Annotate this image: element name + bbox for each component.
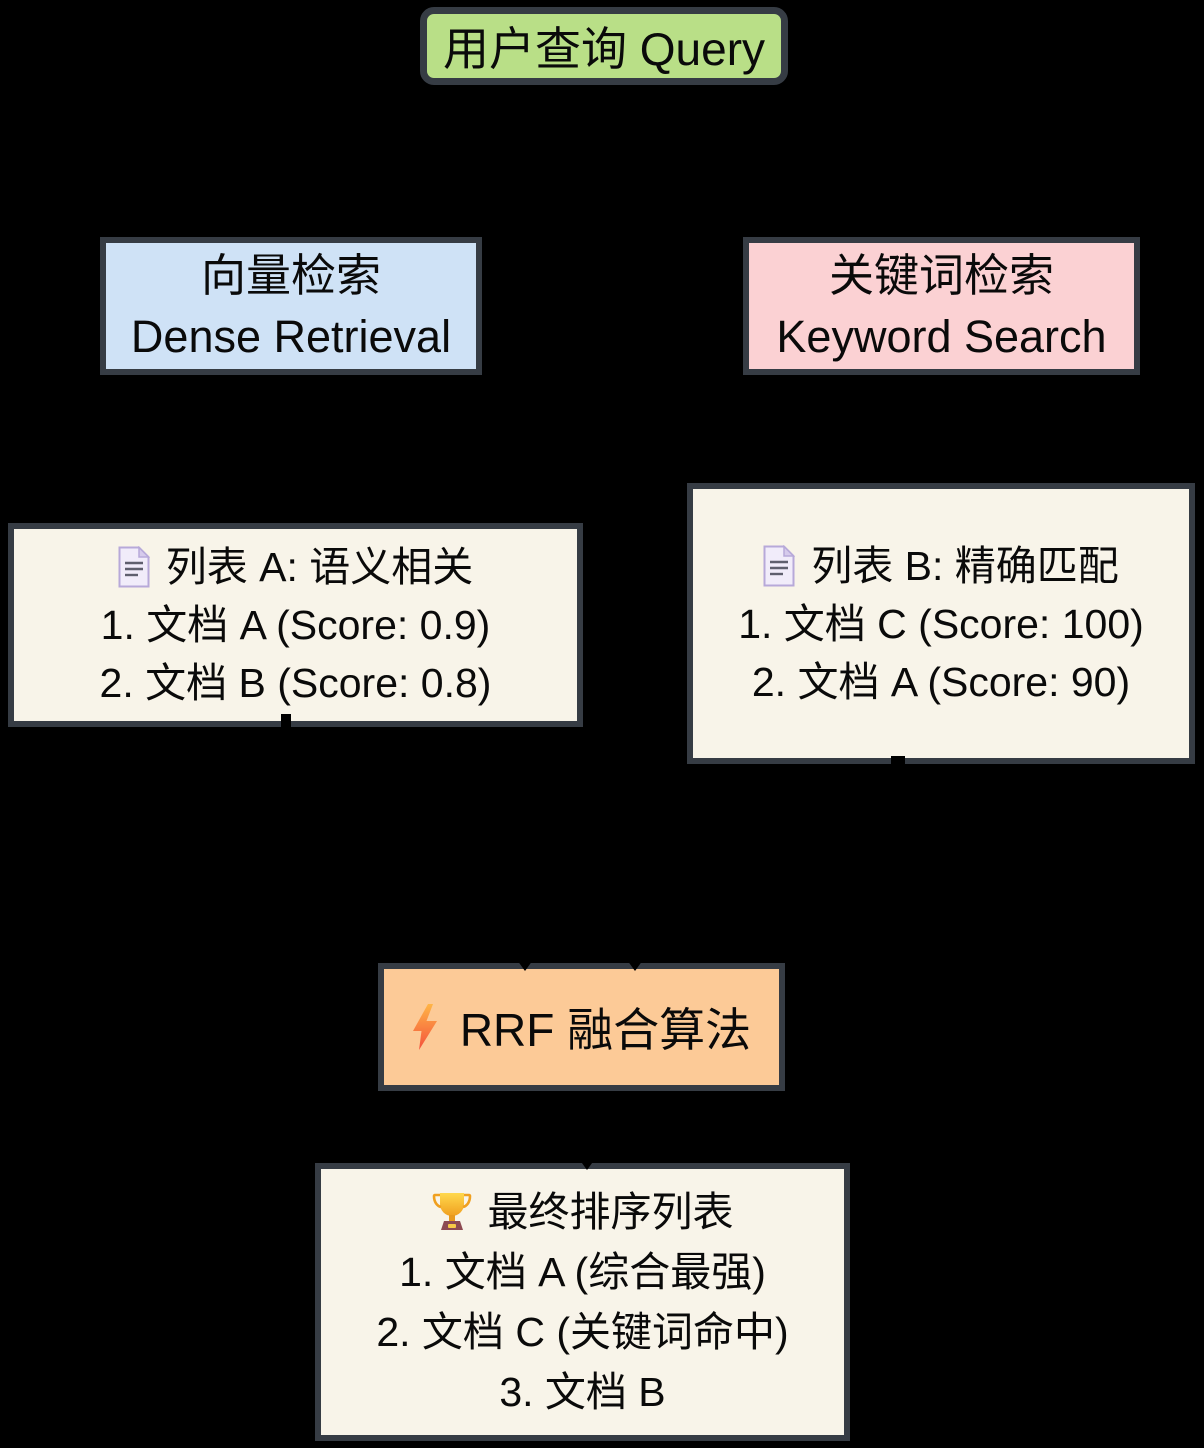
lightning-icon <box>412 1004 438 1050</box>
list-a-node: 列表 A: 语义相关 1. 文档 A (Score: 0.9) 2. 文档 B … <box>8 523 583 727</box>
list-a-item: 2. 文档 B (Score: 0.8) <box>99 660 492 706</box>
list-a-title: 列表 A: 语义相关 <box>165 544 474 590</box>
list-b-node: 列表 B: 精确匹配 1. 文档 C (Score: 100) 2. 文档 A … <box>687 483 1195 764</box>
query-label: 用户查询 Query <box>442 23 766 75</box>
edge-stub <box>891 756 905 770</box>
final-list-item: 1. 文档 A (综合最强) <box>399 1249 766 1295</box>
keyword-search-label-en: Keyword Search <box>776 311 1107 362</box>
dense-retrieval-label-en: Dense Retrieval <box>130 311 452 362</box>
dense-retrieval-label-zh: 向量检索 <box>200 250 381 301</box>
final-list-title: 最终排序列表 <box>487 1189 734 1235</box>
dense-retrieval-node: 向量检索 Dense Retrieval <box>100 237 482 375</box>
final-list-item: 3. 文档 B <box>499 1369 666 1415</box>
keyword-search-label-zh: 关键词检索 <box>828 250 1054 301</box>
rrf-fusion-node: RRF 融合算法 <box>378 963 785 1091</box>
list-b-item: 2. 文档 A (Score: 90) <box>751 658 1131 705</box>
document-icon <box>118 546 150 588</box>
edge-stub <box>281 714 291 727</box>
list-b-item: 1. 文档 C (Score: 100) <box>738 600 1144 647</box>
document-icon <box>763 544 796 587</box>
final-list-node: 最终排序列表 1. 文档 A (综合最强) 2. 文档 C (关键词命中) 3.… <box>315 1163 850 1441</box>
arrowhead-down-icon <box>512 953 538 971</box>
rrf-label: RRF 融合算法 <box>459 1004 752 1056</box>
arrowhead-down-icon <box>574 1152 600 1170</box>
list-a-item: 1. 文档 A (Score: 0.9) <box>100 602 491 648</box>
arrowhead-down-icon <box>622 953 648 971</box>
list-b-title: 列表 B: 精确匹配 <box>811 542 1119 589</box>
trophy-icon <box>432 1191 472 1233</box>
keyword-search-node: 关键词检索 Keyword Search <box>743 237 1140 375</box>
final-list-item: 2. 文档 C (关键词命中) <box>376 1309 789 1355</box>
query-node: 用户查询 Query <box>420 7 788 85</box>
